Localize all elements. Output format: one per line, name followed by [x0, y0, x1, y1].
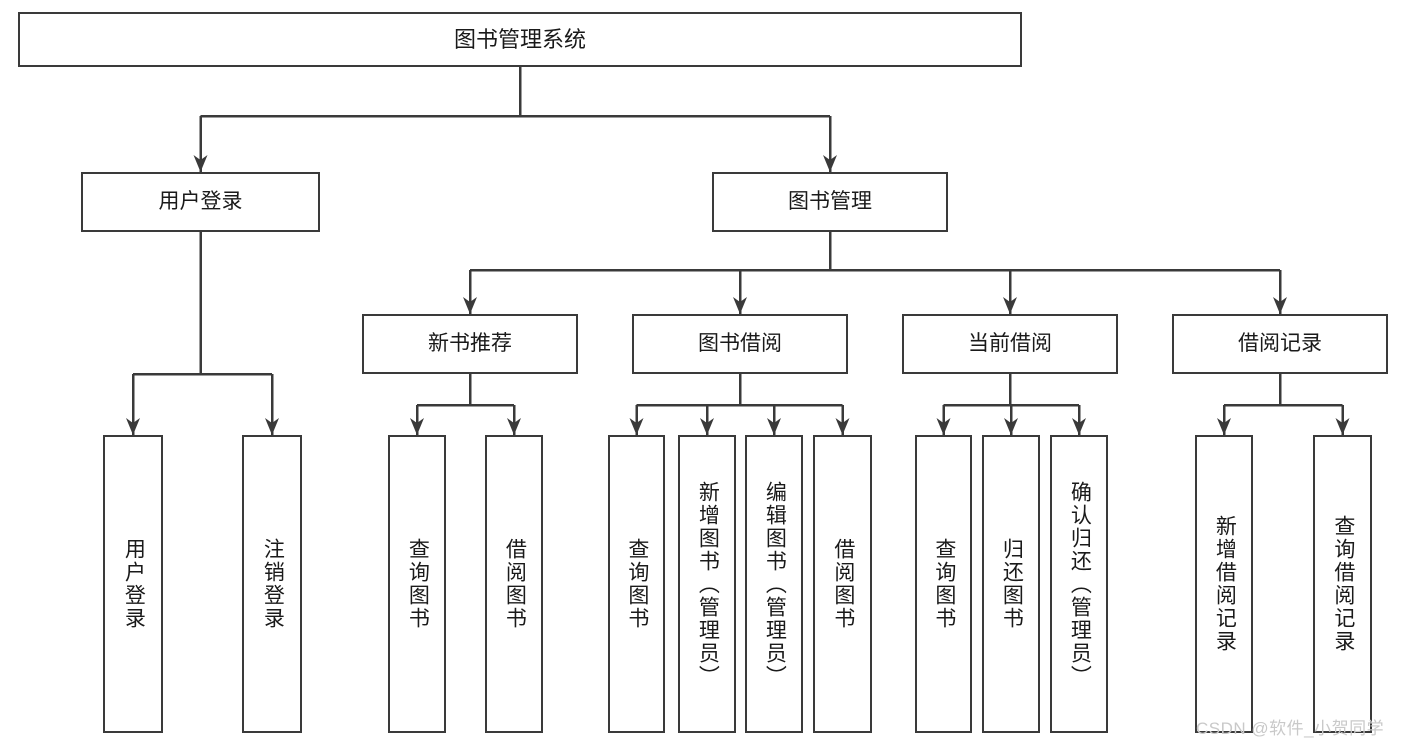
- node-label-book-manage: 图书管理: [788, 189, 872, 213]
- node-current-borrow: 当前借阅: [902, 314, 1118, 374]
- node-leaf-query-book-borrow: 查询图书: [608, 435, 665, 733]
- node-label-root: 图书管理系统: [453, 26, 586, 52]
- node-label-leaf-return-book: 归还图书: [1000, 538, 1024, 630]
- node-leaf-edit-book: 编辑图书（管理员）: [745, 435, 803, 733]
- node-leaf-query-record: 查询借阅记录: [1313, 435, 1372, 733]
- node-leaf-user-login: 用户登录: [103, 435, 163, 733]
- node-label-book-borrow: 图书借阅: [698, 331, 782, 355]
- node-borrow-record: 借阅记录: [1172, 314, 1388, 374]
- node-leaf-add-book: 新增图书（管理员）: [678, 435, 736, 733]
- node-user-login: 用户登录: [81, 172, 320, 232]
- node-leaf-confirm-return: 确认归还（管理员）: [1050, 435, 1108, 733]
- node-root: 图书管理系统: [18, 12, 1022, 67]
- node-label-leaf-edit-book: 编辑图书（管理员）: [763, 480, 787, 688]
- node-label-leaf-logout: 注销登录: [261, 538, 285, 630]
- node-leaf-borrow-book-rec: 借阅图书: [485, 435, 543, 733]
- csdn-watermark: CSDN @软件_小贺同学: [1196, 719, 1385, 738]
- node-label-leaf-add-record: 新增借阅记录: [1213, 515, 1237, 653]
- node-label-user-login: 用户登录: [158, 189, 243, 213]
- node-label-leaf-query-book-rec: 查询图书: [406, 538, 430, 630]
- node-leaf-add-record: 新增借阅记录: [1195, 435, 1253, 733]
- node-leaf-query-book-rec: 查询图书: [388, 435, 446, 733]
- node-book-borrow: 图书借阅: [632, 314, 848, 374]
- node-label-leaf-query-record: 查询借阅记录: [1331, 515, 1355, 653]
- node-label-leaf-confirm-return: 确认归还（管理员）: [1068, 480, 1092, 688]
- node-book-manage: 图书管理: [712, 172, 948, 232]
- node-new-book-rec: 新书推荐: [362, 314, 578, 374]
- node-label-leaf-add-book: 新增图书（管理员）: [696, 480, 720, 688]
- node-label-leaf-borrow-book-rec: 借阅图书: [503, 538, 527, 630]
- node-label-current-borrow: 当前借阅: [968, 331, 1052, 355]
- node-leaf-query-book-current: 查询图书: [915, 435, 972, 733]
- node-label-leaf-borrow-book: 借阅图书: [831, 538, 855, 630]
- node-label-new-book-rec: 新书推荐: [428, 331, 512, 355]
- node-leaf-return-book: 归还图书: [982, 435, 1040, 733]
- node-label-borrow-record: 借阅记录: [1238, 331, 1322, 355]
- node-label-leaf-user-login: 用户登录: [122, 538, 146, 630]
- node-leaf-borrow-book: 借阅图书: [813, 435, 872, 733]
- node-label-leaf-query-book-current: 查询图书: [932, 538, 956, 630]
- node-leaf-logout: 注销登录: [242, 435, 302, 733]
- node-label-leaf-query-book-borrow: 查询图书: [625, 538, 649, 630]
